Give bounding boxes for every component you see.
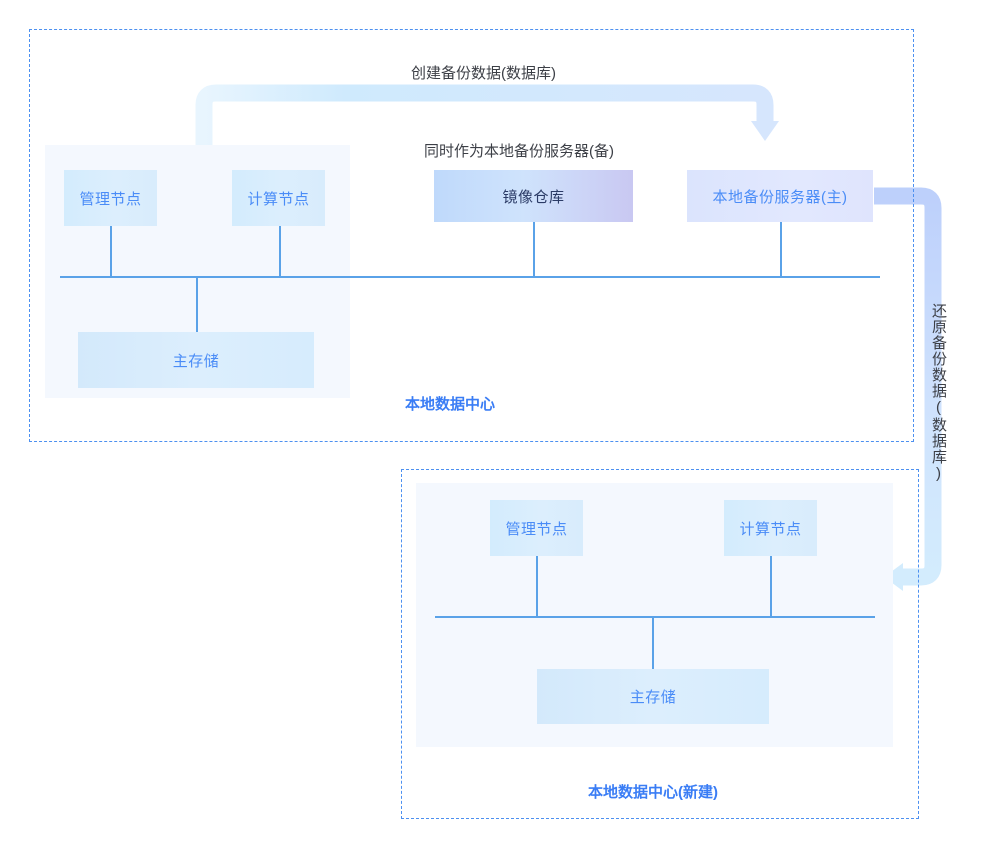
node-management-local[interactable]: 管理节点 — [64, 170, 157, 226]
region-title-new: 本地数据中心(新建) — [588, 784, 718, 801]
node-mirror-repository[interactable]: 镜像仓库 — [434, 170, 633, 222]
region-new-data-center — [401, 469, 919, 819]
node-compute-local[interactable]: 计算节点 — [232, 170, 325, 226]
connector-management-new — [536, 556, 538, 617]
caption-also-as-backup-server: 同时作为本地备份服务器(备) — [424, 143, 614, 160]
bus-line-local — [60, 276, 880, 278]
connector-compute-local — [279, 226, 281, 277]
node-local-backup-server-primary[interactable]: 本地备份服务器(主) — [687, 170, 873, 222]
connector-mirror-repo — [533, 222, 535, 277]
node-compute-new[interactable]: 计算节点 — [724, 500, 817, 556]
connector-compute-new — [770, 556, 772, 617]
node-management-new[interactable]: 管理节点 — [490, 500, 583, 556]
connector-management-local — [110, 226, 112, 277]
node-primary-storage-local[interactable]: 主存储 — [78, 332, 314, 388]
region-local-data-center — [29, 29, 914, 442]
region-title-local: 本地数据中心 — [405, 396, 496, 413]
caption-restore-backup: 还原备份数据(数据库) — [930, 303, 947, 483]
caption-create-backup: 创建备份数据(数据库) — [411, 65, 556, 82]
connector-storage-local — [196, 277, 198, 332]
connector-backup-server — [780, 222, 782, 277]
bus-line-new — [435, 616, 875, 618]
node-primary-storage-new[interactable]: 主存储 — [537, 669, 769, 724]
connector-storage-new — [652, 617, 654, 669]
